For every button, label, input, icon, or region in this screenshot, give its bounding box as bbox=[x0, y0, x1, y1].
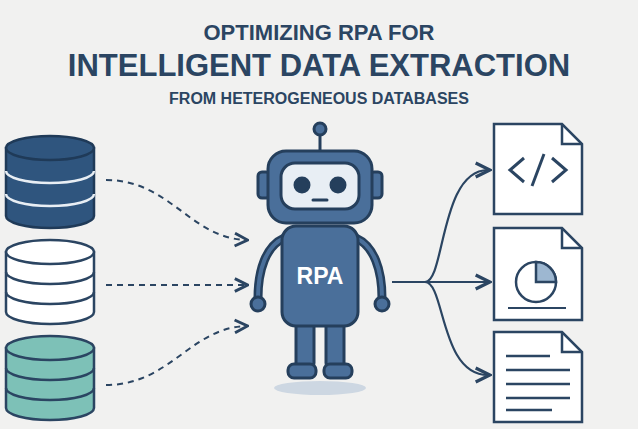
input-arrows bbox=[106, 180, 246, 385]
heading-line: INTELLIGENT DATA EXTRACTION bbox=[0, 48, 638, 84]
title: OPTIMIZING RPA FOR bbox=[0, 20, 638, 46]
text-document bbox=[494, 332, 582, 422]
output-arrows bbox=[392, 170, 488, 375]
database-dark bbox=[6, 136, 94, 228]
chart-document bbox=[494, 228, 582, 320]
code-document bbox=[494, 124, 582, 214]
heading-line: FROM HETEROGENEOUS DATABASES bbox=[0, 90, 638, 108]
robot-body-label: RPA bbox=[293, 261, 348, 292]
rpa-robot bbox=[251, 123, 389, 395]
database-teal bbox=[6, 336, 94, 420]
database-white bbox=[6, 240, 94, 324]
node-text: RPA bbox=[297, 263, 344, 290]
